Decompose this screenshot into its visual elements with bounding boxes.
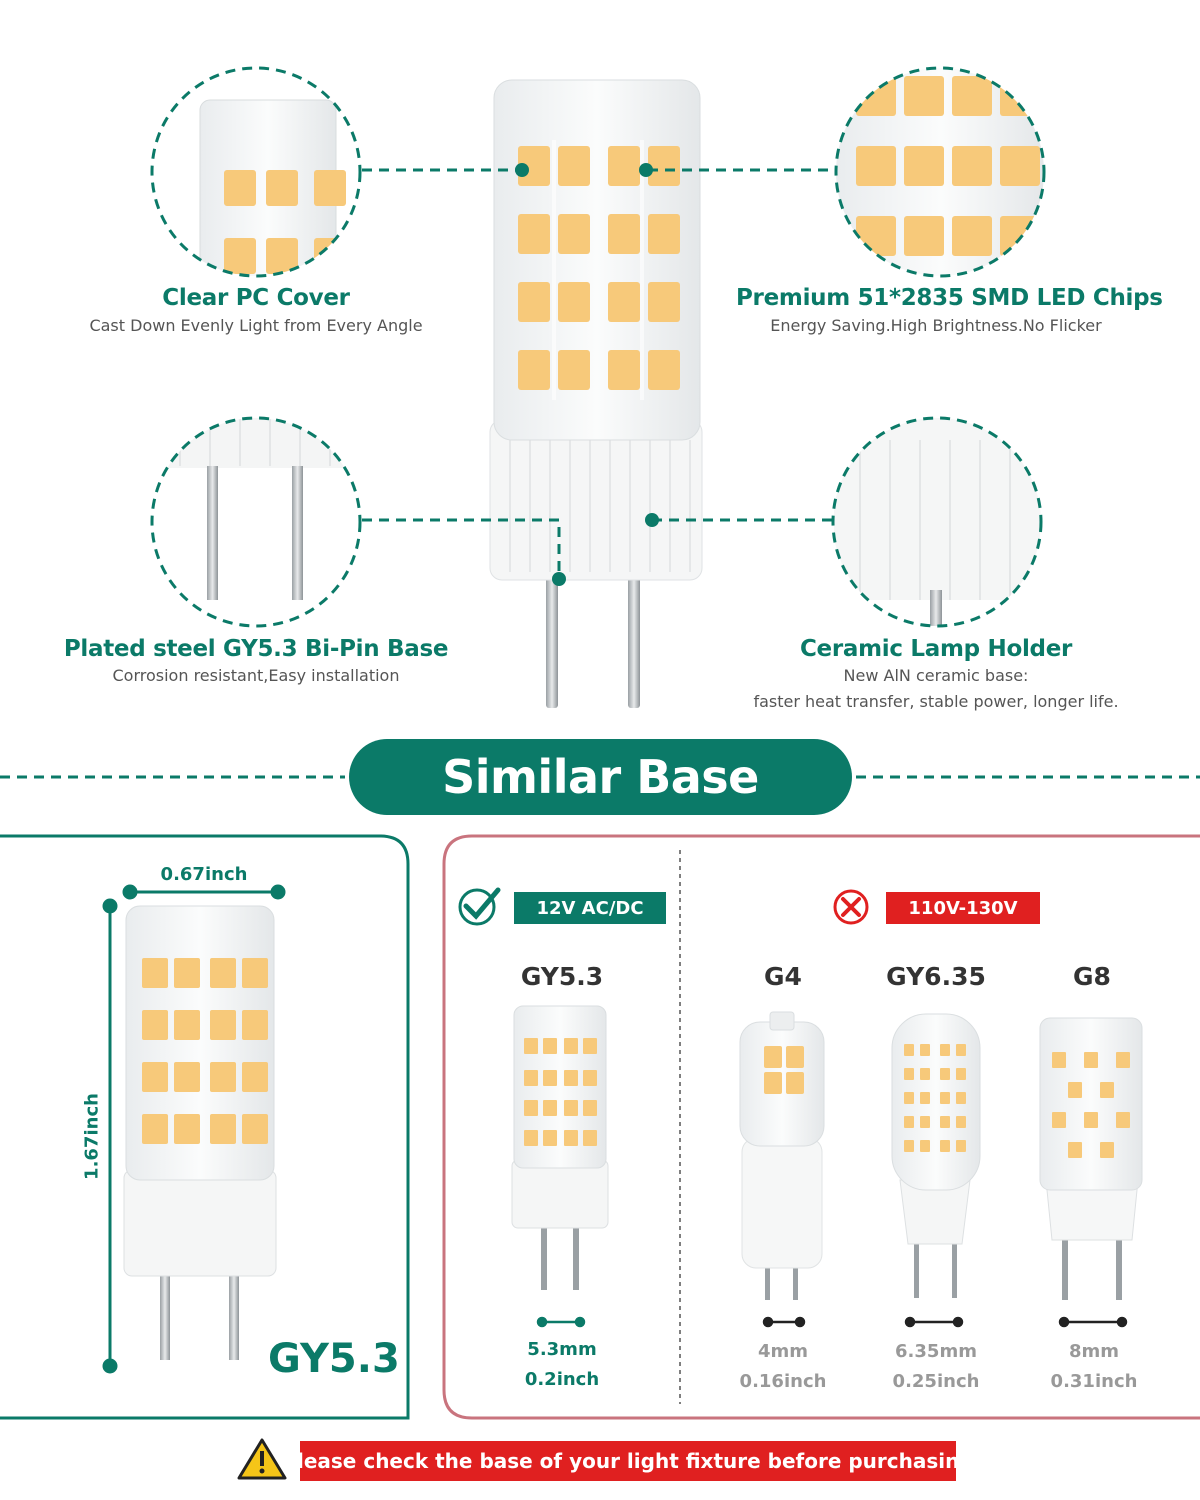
measure-g8-inch: 0.31inch xyxy=(1050,1371,1138,1392)
voltage-badge-incompatible: 110V-130V xyxy=(886,892,1040,924)
g8-bulb xyxy=(1039,1017,1143,1300)
dimension-width: 0.67inch xyxy=(160,864,248,885)
measure-gy53-mm: 5.3mm xyxy=(527,1339,597,1360)
measure-g4-mm: 4mm xyxy=(757,1341,809,1362)
main-bulb xyxy=(489,79,703,708)
base-name-g8: G8 xyxy=(1073,962,1111,991)
dimension-markers xyxy=(102,884,286,1374)
zoom-bipin xyxy=(150,416,362,628)
zoom-ceramic xyxy=(831,416,1043,628)
gy635-bulb xyxy=(891,1013,981,1298)
check-icon xyxy=(458,887,501,926)
feature-desc-ceramic-2: faster heat transfer, stable power, long… xyxy=(753,692,1119,711)
callout-lines xyxy=(0,168,1200,779)
warning-icon xyxy=(237,1438,287,1480)
compare-panel xyxy=(442,834,1200,1420)
feature-title-led-chips: Premium 51*2835 SMD LED Chips xyxy=(736,285,1163,311)
cross-icon xyxy=(833,889,869,925)
warning-banner: Please check the base of your light fixt… xyxy=(282,1441,974,1481)
feature-title-clear-cover: Clear PC Cover xyxy=(162,285,350,311)
base-name-g4: G4 xyxy=(764,962,802,991)
dimension-panel xyxy=(0,834,410,1420)
measure-gy635-mm: 6.35mm xyxy=(895,1341,977,1362)
measure-gy53-inch: 0.2inch xyxy=(524,1369,600,1390)
base-name-gy635: GY6.35 xyxy=(886,962,986,991)
base-name-gy53: GY5.3 xyxy=(520,962,604,991)
g4-bulb xyxy=(739,1011,825,1300)
feature-desc-clear-cover: Cast Down Evenly Light from Every Angle xyxy=(89,316,423,335)
dimension-bulb xyxy=(123,905,277,1360)
pin-spacing-markers xyxy=(536,1316,1128,1328)
voltage-badge-compatible: 12V AC/DC xyxy=(514,892,666,924)
zoom-clear-cover xyxy=(150,66,362,278)
gy53-bulb xyxy=(511,1005,609,1290)
section-title: Similar Base xyxy=(349,739,852,815)
feature-title-bipin: Plated steel GY5.3 Bi-Pin Base xyxy=(63,636,449,662)
dimension-base-name: GY5.3 xyxy=(268,1336,400,1382)
dimension-height: 1.67inch xyxy=(81,1093,103,1180)
feature-desc-ceramic-1: New AlN ceramic base: xyxy=(843,666,1029,685)
feature-desc-led-chips: Energy Saving.High Brightness.No Flicker xyxy=(770,316,1102,335)
feature-desc-bipin: Corrosion resistant,Easy installation xyxy=(112,666,400,685)
measure-g8-mm: 8mm xyxy=(1068,1341,1120,1362)
measure-gy635-inch: 0.25inch xyxy=(892,1371,980,1392)
feature-title-ceramic: Ceramic Lamp Holder xyxy=(799,636,1073,662)
measure-g4-inch: 0.16inch xyxy=(739,1371,827,1392)
zoom-led-chips xyxy=(834,66,1046,278)
